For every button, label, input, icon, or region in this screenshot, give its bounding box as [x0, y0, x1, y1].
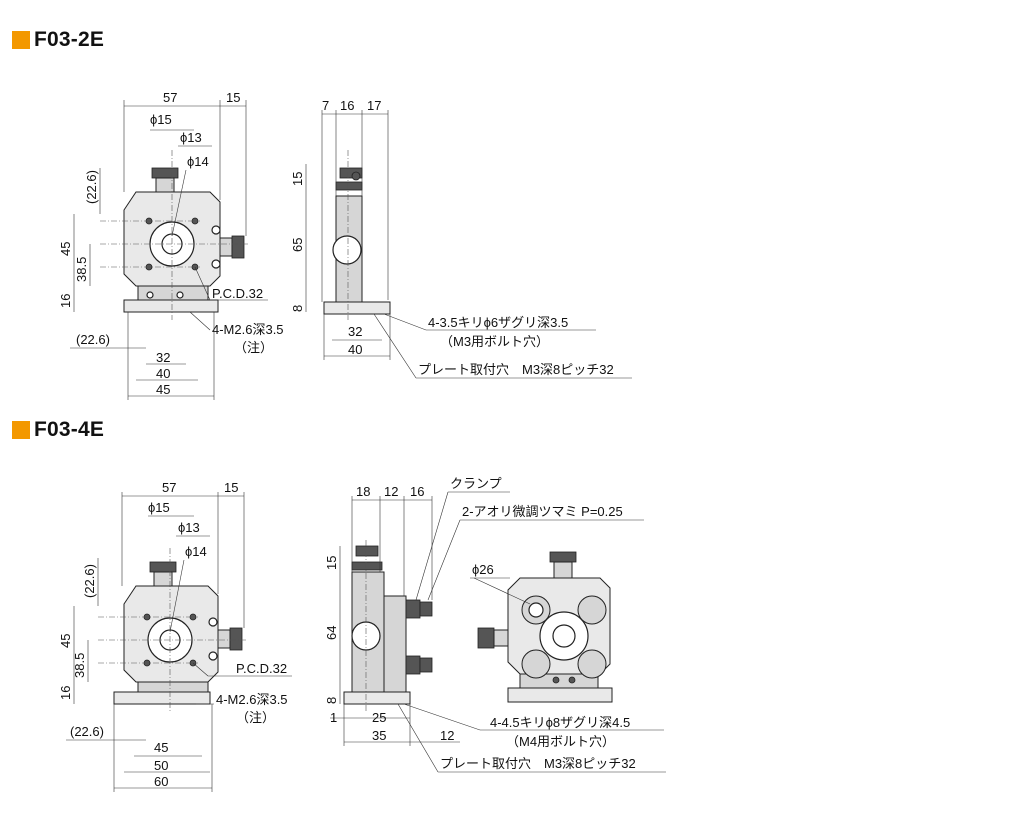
dim-45-h: 45 — [154, 740, 168, 755]
f2e-front-view: 57 15 ϕ15 ϕ13 ϕ14 (22.6) 45 38.5 16 P.C.… — [58, 90, 284, 400]
knob-label: 2-アオリ微調ツマミ P=0.25 — [462, 504, 623, 519]
plate-hole-label: プレート取付穴 M3深8ピッチ32 — [418, 362, 614, 377]
pcd-label: P.C.D.32 — [236, 661, 287, 676]
dim-50: 50 — [154, 758, 168, 773]
tap-note: （注） — [236, 710, 275, 725]
dim-12b: 12 — [440, 728, 454, 743]
side-column-b — [383, 595, 407, 693]
bolt-hole-label: 4-3.5キリϕ6ザグリ深3.5 — [428, 315, 568, 330]
dim-25: 25 — [372, 710, 386, 725]
dim-12: 12 — [384, 484, 398, 499]
tap-label: 4-M2.6深3.5 — [216, 692, 288, 707]
phi26-label: ϕ26 — [472, 562, 494, 577]
dim-38-5: 38.5 — [74, 257, 89, 282]
phi15: ϕ15 — [148, 500, 170, 515]
dim-17: 17 — [367, 98, 381, 113]
tilt-base — [507, 687, 613, 703]
clamp-label: クランプ — [450, 476, 502, 491]
section-title: F03-2E — [34, 28, 105, 51]
tap-note: （注） — [234, 340, 273, 355]
dim-40: 40 — [348, 342, 362, 357]
side-knob-icon[interactable] — [229, 627, 243, 651]
dim-22-6-v: (22.6) — [84, 170, 99, 204]
base-plate — [113, 691, 211, 705]
phi14: ϕ14 — [187, 154, 209, 169]
dim-15: 15 — [324, 556, 339, 570]
dim-16: 16 — [58, 686, 73, 700]
bolt-hole-label: 4-4.5キリϕ8ザグリ深4.5 — [490, 715, 630, 730]
phi13: ϕ13 — [178, 520, 200, 535]
dim-45-v: 45 — [58, 242, 73, 256]
dim-45-v: 45 — [58, 634, 73, 648]
tilt-knob-icon[interactable] — [419, 601, 433, 617]
dim-22-6-v: (22.6) — [82, 564, 97, 598]
section-header-f03-2e: F03-2E — [12, 28, 104, 52]
phi15: ϕ15 — [150, 112, 172, 127]
dim-1: 1 — [330, 710, 337, 725]
tap-label: 4-M2.6深3.5 — [212, 322, 284, 337]
dim-38-5: 38.5 — [72, 653, 87, 678]
top-knob-icon[interactable] — [149, 561, 177, 573]
dim-32: 32 — [348, 324, 362, 339]
dim-16: 16 — [58, 294, 73, 308]
dim-40: 40 — [156, 366, 170, 381]
tilt-top-knob-icon[interactable] — [549, 551, 577, 563]
dim-32: 32 — [156, 350, 170, 365]
dim-15: 15 — [224, 480, 238, 495]
dim-65: 65 — [290, 238, 305, 252]
side-base — [323, 301, 391, 315]
plate-hole-label: プレート取付穴 M3深8ピッチ32 — [440, 756, 636, 771]
dim-8: 8 — [290, 305, 305, 312]
dim-8: 8 — [324, 697, 339, 704]
dim-15: 15 — [226, 90, 240, 105]
section-header-f03-4e: F03-4E — [12, 418, 104, 442]
dim-35: 35 — [372, 728, 386, 743]
phi13: ϕ13 — [180, 130, 202, 145]
dim-16: 16 — [410, 484, 424, 499]
dim-45-h: 45 — [156, 382, 170, 397]
side-top-knob-icon[interactable] — [355, 545, 379, 557]
f4e-front-view: 57 15 ϕ15 ϕ13 ϕ14 (22.6) 45 38.5 16 P.C.… — [58, 480, 292, 792]
clamp-icon[interactable] — [405, 599, 421, 619]
orange-square-icon — [12, 31, 30, 49]
side-base — [343, 691, 411, 705]
pcd-label: P.C.D.32 — [212, 286, 263, 301]
f2e-side-view: 7 16 17 15 65 8 32 40 4-3.5キリϕ6ザグリ深3.5 （… — [290, 98, 632, 379]
dim-57: 57 — [163, 90, 177, 105]
section-title: F03-4E — [34, 418, 105, 441]
dim-60: 60 — [154, 774, 168, 789]
tilt-knob-icon[interactable] — [419, 657, 433, 673]
phi14: ϕ14 — [185, 544, 207, 559]
top-knob-icon[interactable] — [151, 167, 179, 179]
side-knob-icon[interactable] — [231, 235, 245, 259]
dim-57: 57 — [162, 480, 176, 495]
orange-square-icon — [12, 421, 30, 439]
dim-18: 18 — [356, 484, 370, 499]
dim-16: 16 — [340, 98, 354, 113]
tilt-side-knob-icon[interactable] — [477, 627, 495, 649]
f4e-side-view: 18 12 16 クランプ 2-アオリ微調ツマミ P=0.25 15 64 8 … — [324, 476, 666, 773]
dim-64: 64 — [324, 626, 339, 640]
bolt-hole-note: （M3用ボルト穴） — [440, 334, 549, 349]
dim-22-6-h: (22.6) — [70, 724, 104, 739]
bolt-hole-note: （M4用ボルト穴） — [506, 734, 615, 749]
base-plate — [123, 299, 219, 313]
dim-22-6-h: (22.6) — [76, 332, 110, 347]
dim-7: 7 — [322, 98, 329, 113]
dim-15: 15 — [290, 172, 305, 186]
f4e-tilt-view: ϕ26 — [470, 551, 613, 703]
